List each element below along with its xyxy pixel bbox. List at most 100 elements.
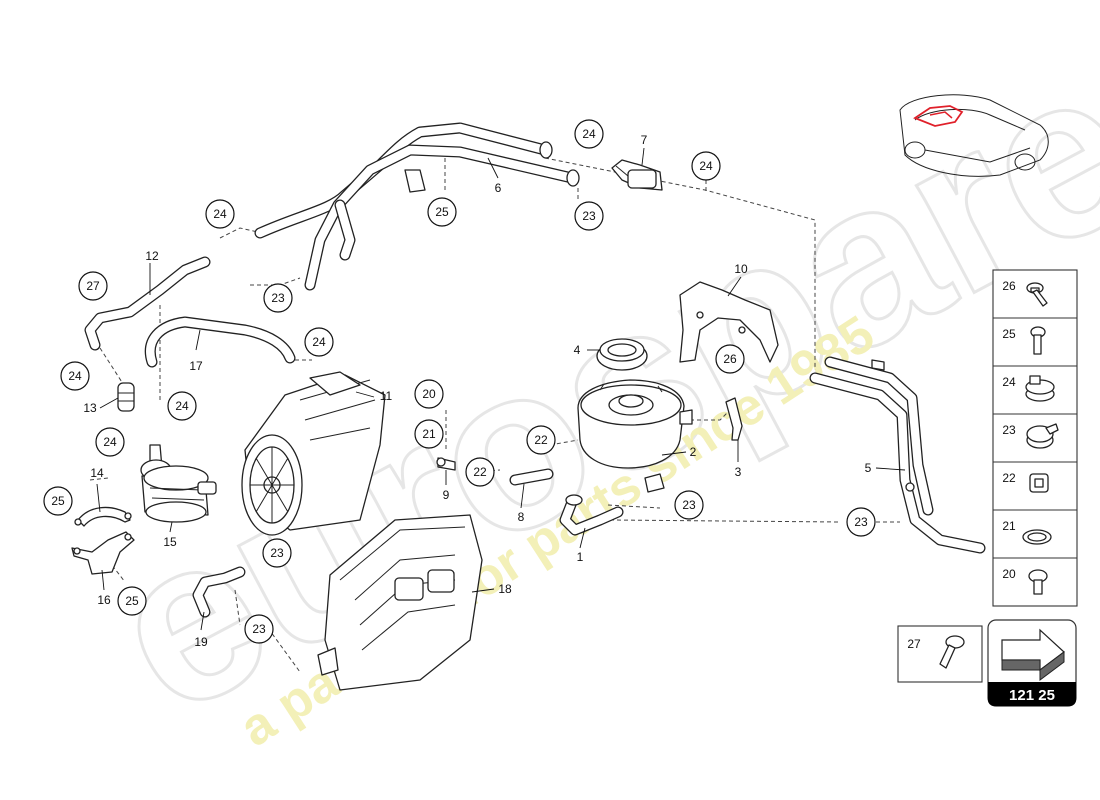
svg-text:21: 21 <box>1002 519 1016 533</box>
callout-18[interactable]: 18 <box>498 582 512 596</box>
svg-text:21: 21 <box>422 427 436 441</box>
nipple-9 <box>436 457 456 471</box>
svg-text:20: 20 <box>422 387 436 401</box>
legend-row-23[interactable]: 23 <box>1002 423 1059 449</box>
callout-circle-21[interactable]: 21 <box>414 419 444 449</box>
svg-text:24: 24 <box>1002 375 1016 389</box>
svg-text:24: 24 <box>213 207 227 221</box>
legend-row-25[interactable]: 25 <box>1002 326 1046 355</box>
callout-circle-24[interactable]: 24 <box>205 199 235 229</box>
legend-row-21[interactable]: 21 <box>1002 519 1052 545</box>
svg-text:24: 24 <box>175 399 189 413</box>
power-electronics-18 <box>317 514 483 691</box>
diagram-code-box: 121 25 <box>987 619 1077 707</box>
svg-text:25: 25 <box>435 205 449 219</box>
svg-text:26: 26 <box>1002 279 1016 293</box>
callout-6[interactable]: 6 <box>495 181 502 195</box>
callout-11[interactable]: 11 <box>380 389 393 403</box>
callout-circle-24[interactable]: 24 <box>691 151 721 181</box>
svg-text:25: 25 <box>51 494 65 508</box>
callout-circle-27[interactable]: 27 <box>78 271 108 301</box>
o-ring-icon <box>1022 529 1052 545</box>
svg-text:25: 25 <box>1002 327 1016 341</box>
svg-text:24: 24 <box>68 369 82 383</box>
svg-text:23: 23 <box>1002 423 1016 437</box>
tank-cap-4 <box>596 338 648 371</box>
hose-1 <box>559 494 624 536</box>
diagram-code: 121 25 <box>1009 687 1055 704</box>
svg-text:23: 23 <box>252 622 266 636</box>
callout-circle-26[interactable]: 26 <box>715 344 745 374</box>
legend-row-24[interactable]: 24 <box>1002 375 1055 402</box>
callout-circle-25[interactable]: 25 <box>43 486 73 516</box>
pipe-assembly-5 <box>809 356 986 554</box>
callout-12[interactable]: 12 <box>145 249 159 263</box>
legend-row-26[interactable]: 26 <box>1002 279 1048 307</box>
callout-13[interactable]: 13 <box>83 401 97 415</box>
bracket-16 <box>71 531 135 575</box>
callout-circle-25[interactable]: 25 <box>117 586 147 616</box>
svg-text:27: 27 <box>907 637 921 651</box>
clip-icon <box>1029 473 1049 493</box>
collar-bolt-icon <box>939 635 965 669</box>
callout-circle-22[interactable]: 22 <box>526 425 556 455</box>
dashed-leaders <box>89 157 900 673</box>
svg-text:22: 22 <box>473 465 487 479</box>
part-numbers: 1 2 3 4 5 6 7 8 9 10 11 12 13 14 15 16 1… <box>83 133 871 649</box>
svg-text:23: 23 <box>682 498 696 512</box>
circled-callouts: 24 24 24 24 24 24 24 23 23 23 23 23 23 2… <box>43 119 876 644</box>
callout-14[interactable]: 14 <box>90 466 104 480</box>
callout-2[interactable]: 2 <box>690 445 697 459</box>
svg-text:27: 27 <box>86 279 100 293</box>
svg-text:26: 26 <box>723 352 737 366</box>
callout-circle-23[interactable]: 23 <box>846 507 876 537</box>
callout-circle-23[interactable]: 23 <box>263 283 293 313</box>
callout-17[interactable]: 17 <box>189 359 203 373</box>
svg-text:22: 22 <box>1002 471 1016 485</box>
callout-4[interactable]: 4 <box>574 343 581 357</box>
callout-3[interactable]: 3 <box>735 465 742 479</box>
hose-12 <box>84 256 211 351</box>
hex-bolt-icon <box>1030 326 1046 355</box>
legend-row-27[interactable]: 27 <box>897 625 983 683</box>
legend-row-20[interactable]: 20 <box>1002 567 1048 595</box>
callout-circle-22[interactable]: 22 <box>465 457 495 487</box>
callout-circle-24[interactable]: 24 <box>167 391 197 421</box>
water-pump-15 <box>140 444 217 523</box>
callout-10[interactable]: 10 <box>734 262 748 276</box>
fastener-legend: 26 25 24 23 <box>992 269 1078 607</box>
callout-15[interactable]: 15 <box>163 535 177 549</box>
callout-circle-24[interactable]: 24 <box>95 427 125 457</box>
callout-circle-23[interactable]: 23 <box>244 614 274 644</box>
flange-bolt-icon <box>1026 282 1048 307</box>
hose-8 <box>509 468 554 486</box>
callout-9[interactable]: 9 <box>443 488 450 502</box>
callout-8[interactable]: 8 <box>518 510 525 524</box>
callout-16[interactable]: 16 <box>97 593 111 607</box>
hose-clamp-icon <box>1025 375 1055 402</box>
callout-circle-24[interactable]: 24 <box>574 119 604 149</box>
legend-row-22[interactable]: 22 <box>1002 471 1049 493</box>
leader-lines <box>96 147 906 631</box>
sensor-7 <box>611 159 663 191</box>
callout-5[interactable]: 5 <box>865 461 872 475</box>
direction-arrow-icon <box>1001 628 1065 681</box>
callout-circle-23[interactable]: 23 <box>574 201 604 231</box>
svg-text:24: 24 <box>312 335 326 349</box>
callout-circle-20[interactable]: 20 <box>414 379 444 409</box>
svg-text:23: 23 <box>271 291 285 305</box>
callout-circle-24[interactable]: 24 <box>60 361 90 391</box>
callout-7[interactable]: 7 <box>641 133 648 147</box>
spring-clamp-icon <box>1026 423 1059 449</box>
callout-circle-24[interactable]: 24 <box>304 327 334 357</box>
callout-circle-25[interactable]: 25 <box>427 197 457 227</box>
callout-1[interactable]: 1 <box>577 550 584 564</box>
callout-circle-23[interactable]: 23 <box>674 490 704 520</box>
car-thumbnail <box>899 94 1049 177</box>
callout-circle-23[interactable]: 23 <box>262 538 292 568</box>
hose-19 <box>192 566 246 618</box>
svg-text:24: 24 <box>582 127 596 141</box>
electric-motor-11 <box>241 371 386 536</box>
callout-19[interactable]: 19 <box>194 635 208 649</box>
